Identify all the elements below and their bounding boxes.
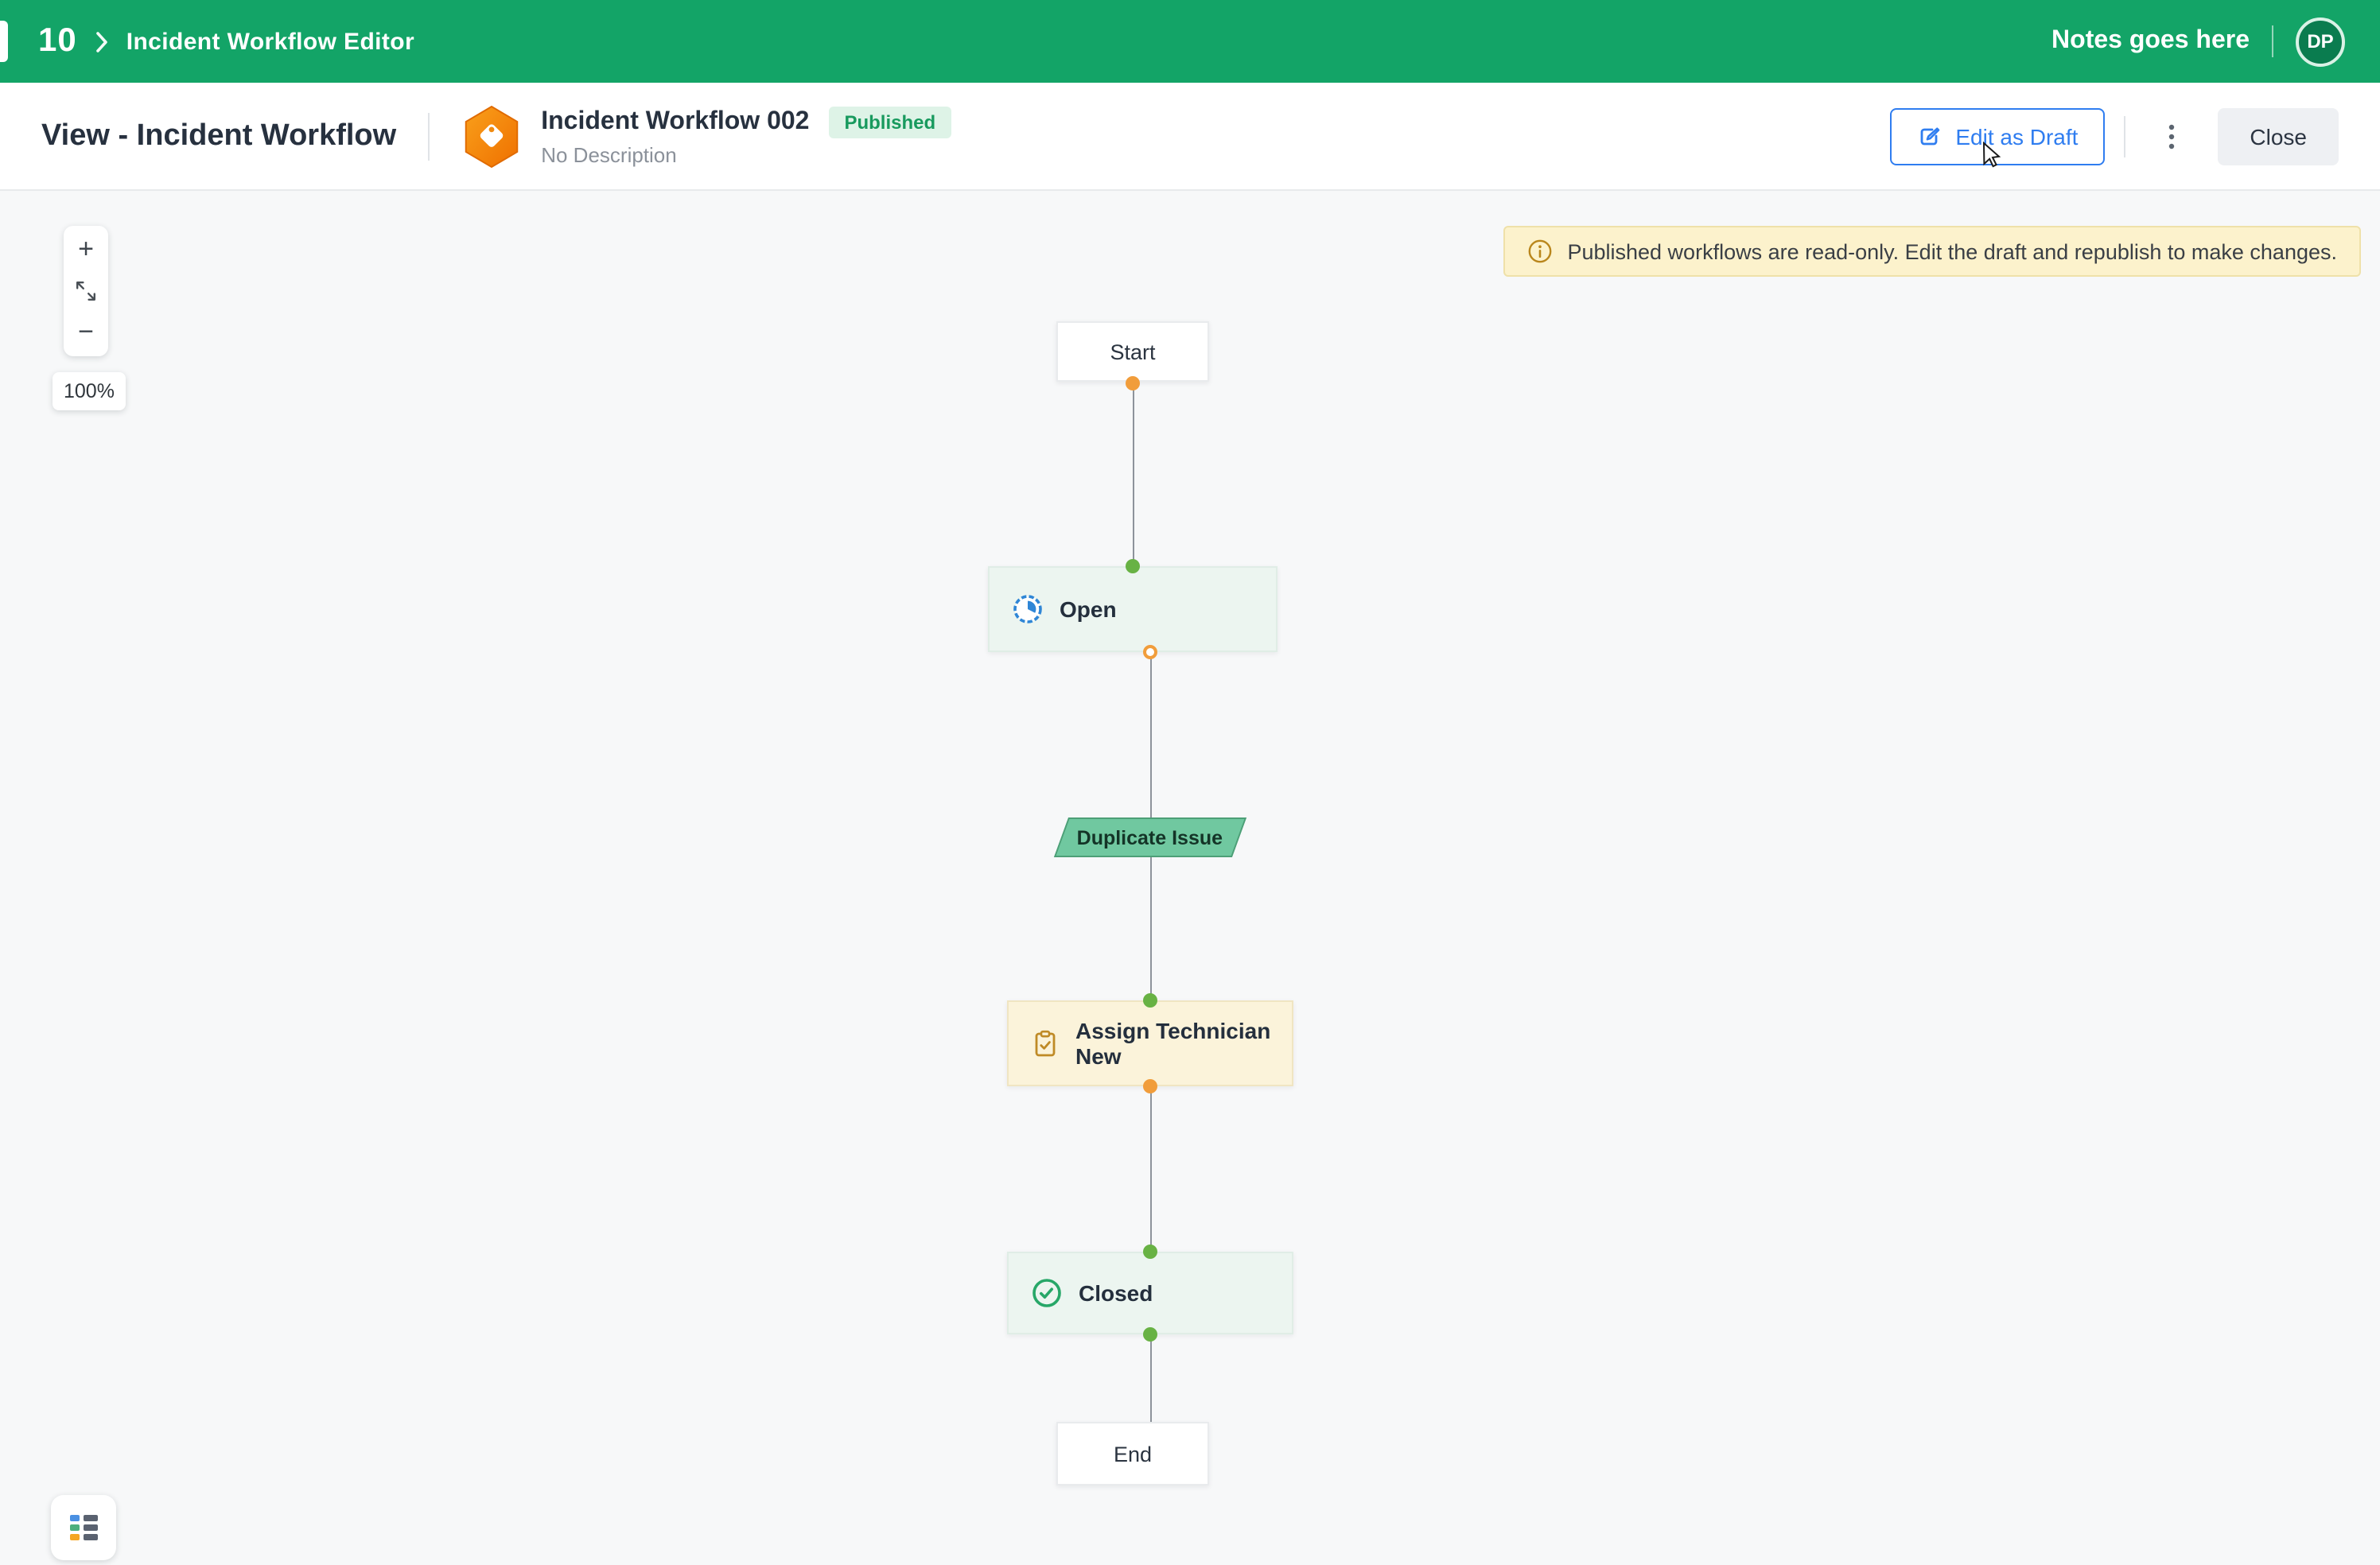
status-badge: Published: [828, 106, 952, 138]
node-assign-label: Assign Technician New: [1075, 1018, 1271, 1069]
assign-out-port: [1143, 1079, 1157, 1093]
info-icon: [1527, 239, 1553, 264]
expand-icon: [76, 282, 95, 301]
topbar-right: Notes goes here DP: [2051, 17, 2345, 66]
edit-pencil-icon: [1917, 123, 1942, 149]
close-button[interactable]: Close: [2218, 107, 2339, 165]
connector-open-transition: [1149, 652, 1151, 817]
node-closed-label: Closed: [1079, 1280, 1153, 1306]
workflow-canvas: + − 100% Published workflows are read-on…: [0, 191, 2380, 1565]
topbar: 10 Incident Workflow Editor Notes goes h…: [0, 0, 2380, 83]
zoom-in-button[interactable]: +: [64, 229, 108, 270]
open-in-port: [1126, 559, 1140, 573]
closed-check-icon: [1031, 1277, 1063, 1309]
transition-duplicate-issue[interactable]: Duplicate Issue: [1053, 817, 1247, 857]
start-out-port: [1126, 376, 1140, 390]
edit-as-draft-label: Edit as Draft: [1955, 123, 2079, 149]
node-open-label: Open: [1060, 596, 1117, 622]
mouse-cursor-icon: [1979, 140, 2003, 173]
actions-divider: [2124, 115, 2126, 157]
connector-transition-assign: [1149, 857, 1151, 1000]
open-status-icon: [1012, 593, 1044, 625]
node-closed[interactable]: Closed: [1007, 1252, 1293, 1334]
node-end-label: End: [1113, 1442, 1153, 1466]
legend-grid-icon: [69, 1515, 97, 1540]
zoom-controls: + −: [64, 226, 108, 356]
assign-clipboard-icon: [1031, 1028, 1060, 1058]
header-actions: Edit as Draft Close: [1890, 107, 2339, 167]
user-avatar[interactable]: DP: [2296, 17, 2345, 66]
page-header: View - Incident Workflow Incident Workfl…: [0, 83, 2380, 191]
edit-as-draft-button[interactable]: Edit as Draft: [1890, 107, 2106, 167]
page-title: View - Incident Workflow: [41, 118, 397, 152]
fit-screen-button[interactable]: [64, 270, 108, 312]
pin-notch-decoration: [0, 21, 8, 62]
connector-start-open: [1132, 383, 1134, 566]
workflow-name: Incident Workflow 002: [541, 107, 810, 134]
header-divider: [428, 112, 430, 160]
closed-out-port: [1143, 1327, 1157, 1342]
connector-assign-closed: [1149, 1086, 1151, 1252]
readonly-info-banner: Published workflows are read-only. Edit …: [1503, 226, 2361, 277]
open-out-port: [1143, 645, 1157, 659]
workspace-number[interactable]: 10: [38, 22, 77, 59]
breadcrumb-chevron-icon: [96, 31, 111, 52]
notes-label: Notes goes here: [2051, 27, 2250, 54]
banner-text: Published workflows are read-only. Edit …: [1567, 239, 2337, 263]
transition-label: Duplicate Issue: [1077, 826, 1223, 849]
app-title: Incident Workflow Editor: [126, 28, 415, 55]
workflow-meta: Incident Workflow 002 Published No Descr…: [541, 106, 952, 166]
workflow-description: No Description: [541, 142, 677, 166]
kebab-icon: [2169, 123, 2175, 149]
node-start[interactable]: Start: [1056, 321, 1209, 382]
connector-closed-end: [1149, 1334, 1151, 1422]
node-open[interactable]: Open: [988, 566, 1278, 652]
node-start-label: Start: [1110, 340, 1156, 363]
legend-toggle-button[interactable]: [51, 1495, 116, 1560]
workflow-hexagon-icon: [461, 104, 522, 168]
node-end[interactable]: End: [1056, 1422, 1209, 1485]
topbar-divider: [2272, 25, 2273, 57]
more-options-button[interactable]: [2145, 109, 2199, 163]
zoom-level-indicator: 100%: [52, 372, 126, 410]
zoom-out-button[interactable]: −: [64, 312, 108, 353]
node-assign-technician[interactable]: Assign Technician New: [1007, 1000, 1293, 1086]
closed-in-port: [1143, 1245, 1157, 1259]
assign-in-port: [1143, 993, 1157, 1008]
